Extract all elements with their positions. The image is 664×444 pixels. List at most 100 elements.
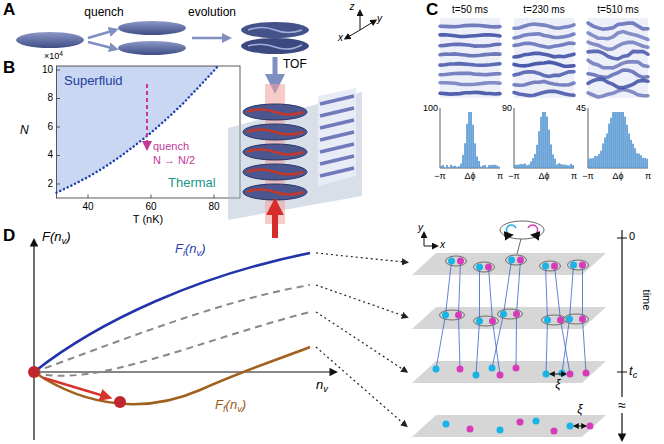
hist-bar: [564, 165, 566, 169]
fringe-stripe: [440, 54, 500, 56]
vortex-dot: [433, 366, 440, 373]
tof-image: [588, 18, 648, 98]
text-label: ×10: [44, 51, 59, 61]
pair-ellipse: [440, 310, 465, 320]
hist-bar: [560, 164, 562, 168]
fringe-stripe: [588, 51, 648, 59]
label-group: Δϕ: [538, 171, 549, 181]
hist-bar: [596, 156, 598, 168]
label-group: time: [641, 290, 654, 311]
hist-bar: [534, 154, 536, 168]
vortex-dot: [448, 258, 455, 265]
antivortex-dot: [457, 258, 464, 265]
text-label: B: [3, 58, 15, 77]
vortex-dot: [497, 427, 504, 434]
fringe-stripe: [514, 62, 574, 66]
fringe-stripe: [588, 60, 648, 68]
hist-bar: [526, 165, 528, 168]
text-label: Δϕ: [612, 171, 623, 181]
fringe-stripe: [440, 35, 500, 37]
hist-bar: [548, 130, 550, 168]
label-group: 4: [47, 149, 53, 161]
label-group: y: [418, 222, 423, 234]
vortex-dot: [559, 370, 566, 377]
dotted-pointer: [316, 253, 404, 262]
axis-y: [360, 22, 373, 30]
stack-layer: [243, 184, 307, 200]
vortex-dot: [473, 372, 480, 379]
label-group: Δϕ: [612, 171, 623, 181]
hist-bar: [572, 165, 574, 168]
free-energy-final: [34, 347, 310, 404]
cloud-disc: [241, 38, 309, 54]
label-group: π: [571, 171, 577, 181]
hist-bar: [622, 112, 624, 168]
hist-bar: [462, 155, 464, 168]
text-label: 80: [208, 201, 219, 212]
hist-bar: [468, 112, 470, 168]
hist-bar: [452, 166, 454, 168]
time-slice-plane: [412, 307, 606, 329]
antivortex-dot: [497, 372, 504, 379]
axis-x: [348, 30, 360, 37]
pair-ellipse: [474, 262, 495, 272]
fringe-stripe: [514, 43, 574, 47]
hist-bar: [484, 165, 486, 168]
hist-bar: [516, 165, 518, 168]
label-group: ×104: [44, 50, 63, 61]
hist-bar: [588, 159, 590, 168]
projected-fringes: [320, 96, 354, 176]
text-label: 0: [629, 230, 635, 242]
axis-y: [424, 236, 425, 246]
cloud-disc: [118, 21, 186, 35]
hist-bar: [628, 134, 630, 169]
text-label: quench: [84, 5, 123, 19]
phase-boundary: [57, 66, 219, 193]
text-label: y: [377, 13, 382, 24]
antivortex-dot: [557, 317, 564, 324]
hist-bar: [542, 112, 544, 168]
text-label: t=230 ms: [523, 4, 564, 15]
hist-bar: [538, 131, 540, 168]
hist-bar: [540, 117, 542, 168]
text-label: ): [242, 397, 246, 412]
label-group: t=510 ms: [597, 4, 638, 16]
fringe-stripe: [514, 72, 574, 77]
label-group: 45: [576, 103, 586, 113]
text-label: −π: [508, 171, 519, 181]
tof-image: [440, 18, 500, 98]
vortex-worldline: [492, 260, 512, 368]
subscript: v: [323, 384, 328, 394]
subscript: v: [237, 404, 242, 414]
hist-bar: [544, 112, 546, 168]
label-group: z: [350, 1, 355, 13]
state-dot: [28, 366, 40, 378]
fringe-stripe: [440, 83, 500, 85]
fringe-stripe: [514, 91, 574, 95]
hist-bar: [642, 158, 644, 168]
antivortex-dot: [567, 371, 574, 378]
hist-bar: [594, 156, 596, 168]
hist-bar: [636, 153, 638, 168]
vortex-dot: [442, 312, 449, 319]
fringe-stripe: [514, 24, 574, 28]
antivortex-dot: [455, 312, 462, 319]
axis-z: [360, 14, 361, 30]
antivortex-dot: [485, 264, 492, 271]
subscript: f: [223, 404, 226, 414]
text-label: T (nK): [133, 213, 163, 225]
x-axis: [34, 371, 332, 372]
pair-ellipse: [446, 256, 467, 266]
hist-bar: [492, 165, 494, 168]
text-label: N → N/2: [153, 154, 195, 166]
hist-bar: [640, 155, 642, 168]
hist-bar: [562, 165, 564, 168]
label-group: TOF: [283, 58, 307, 72]
fringe-stripe: [440, 92, 500, 94]
hist-bar: [598, 154, 600, 168]
hist-bar: [464, 143, 466, 168]
hist-bar: [528, 165, 530, 169]
stack-stripe: [247, 150, 303, 155]
superfluid-region: [57, 66, 219, 193]
text-label: π: [497, 171, 503, 181]
